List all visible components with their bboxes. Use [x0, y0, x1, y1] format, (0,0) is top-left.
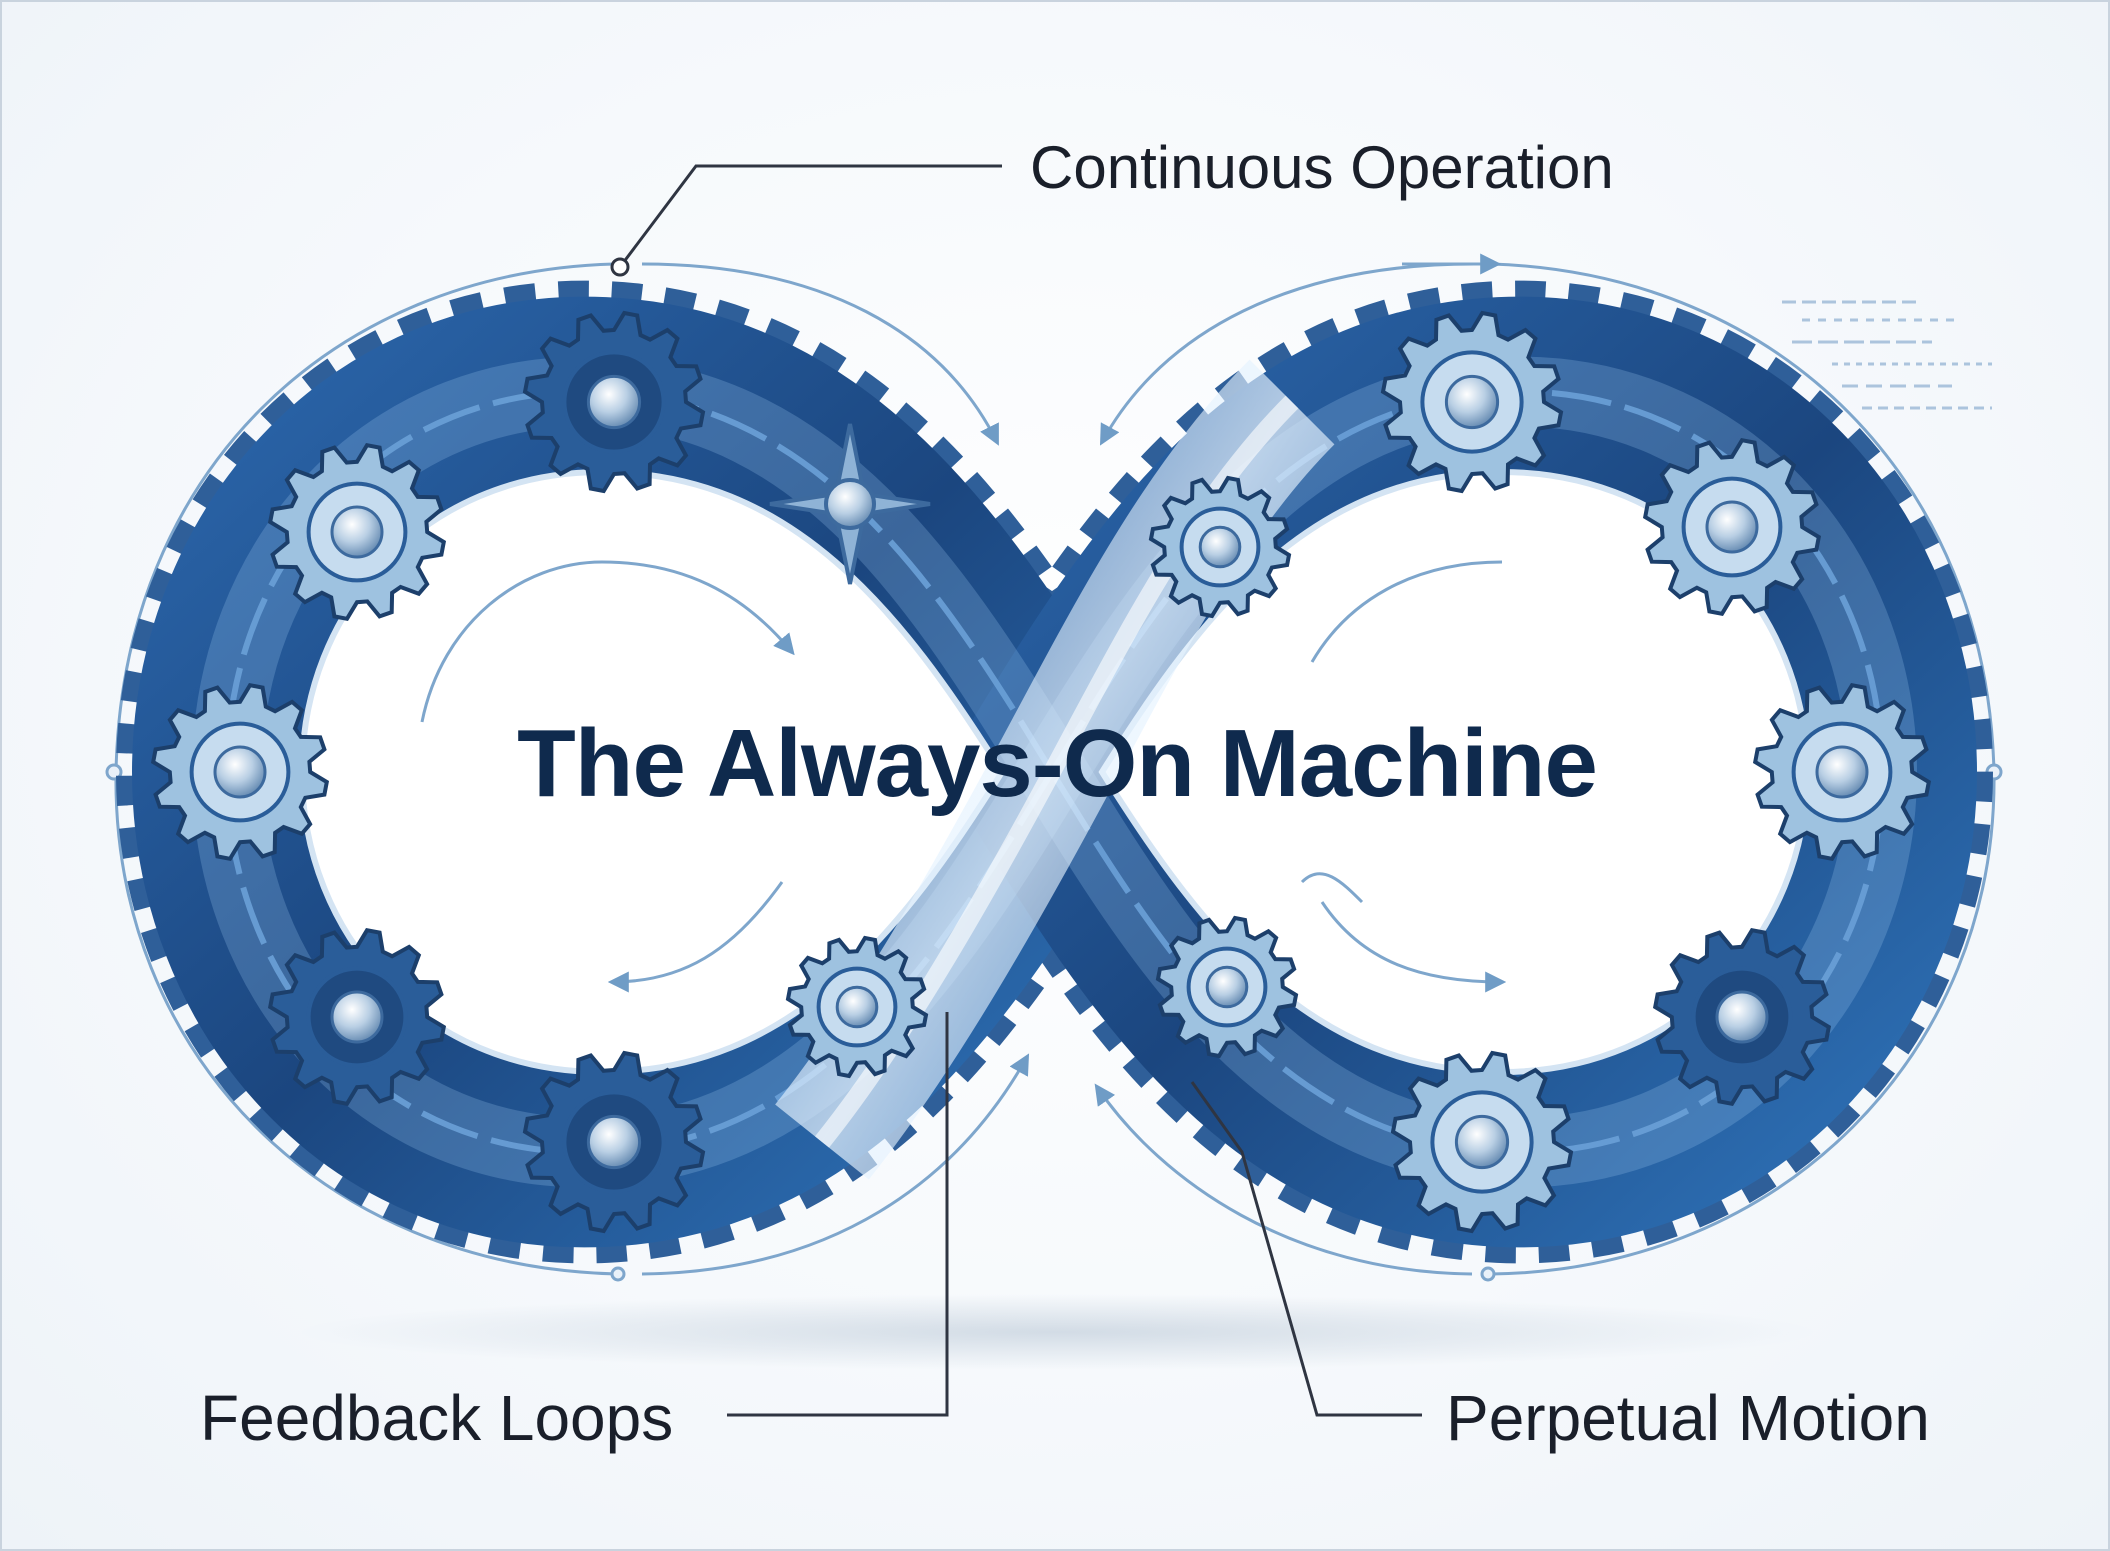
gear-icon: [1155, 915, 1299, 1059]
gear-icon: [1390, 1050, 1574, 1234]
ground-shadow: [297, 1294, 1817, 1370]
gears-group: [150, 310, 1932, 1234]
leader-lines: [610, 164, 1422, 1417]
gear-icon: [1652, 927, 1832, 1107]
gear-icon: [267, 442, 447, 622]
leader-top: [618, 164, 1002, 268]
gear-icon: [1380, 310, 1564, 494]
inner-arrow: [601, 560, 795, 656]
diagram-title: The Always-On Machine: [517, 710, 1598, 817]
inner-arrow: [420, 560, 603, 723]
gear-icon: [1642, 437, 1822, 617]
gear-icon: [522, 310, 706, 494]
bracket-decoration: [769, 423, 931, 585]
leader-bottom-left: [727, 1012, 949, 1417]
gear-icon: [150, 682, 330, 862]
inner-arrow: [1310, 560, 1503, 663]
flow-arrow: [1099, 262, 1483, 446]
inner-arrow: [1320, 901, 1507, 993]
inner-arrow: [1300, 872, 1364, 904]
gear-icon: [1148, 475, 1292, 619]
gear-icon: [522, 1050, 706, 1234]
flow-arrow: [641, 1053, 1030, 1276]
orbit-node: [105, 763, 123, 781]
flow-arrow: [641, 262, 999, 446]
leader-top-dot: [610, 257, 630, 277]
gear-icon: [267, 927, 447, 1107]
inner-arrow: [607, 881, 784, 993]
data-stream-decoration: [1782, 300, 1992, 410]
orbit-node: [610, 1266, 626, 1282]
orbit-node: [1480, 1266, 1496, 1282]
gear-icon: [1752, 682, 1932, 862]
label-feedback-loops: Feedback Loops: [200, 1382, 674, 1454]
label-continuous-operation: Continuous Operation: [1030, 134, 1614, 201]
leader-bottom-right: [1190, 1081, 1422, 1417]
flow-arrow: [1094, 1083, 1473, 1276]
gear-icon: [785, 935, 929, 1079]
label-perpetual-motion: Perpetual Motion: [1446, 1382, 1930, 1454]
